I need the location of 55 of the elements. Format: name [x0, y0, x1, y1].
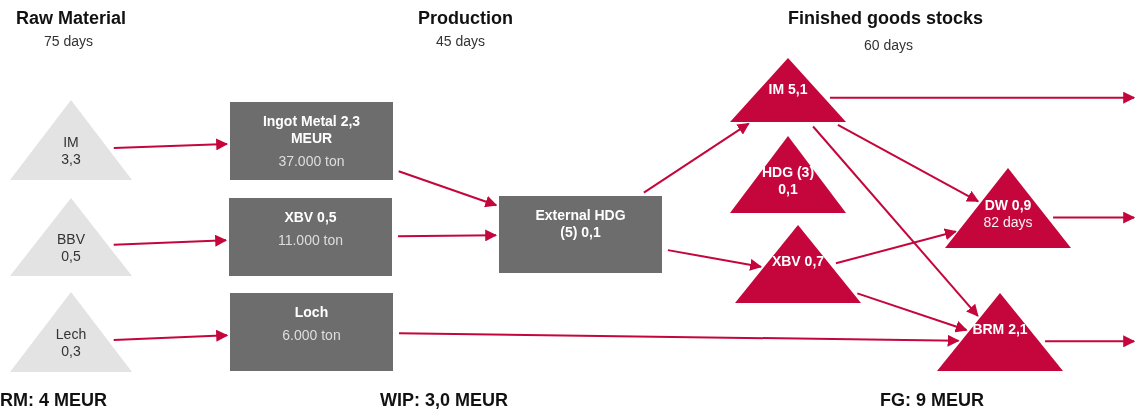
- node-label: XBV 0,5: [284, 208, 337, 226]
- finished-stock-triangle: [937, 293, 1063, 371]
- node-label: Lech: [55, 325, 87, 343]
- arrow: [828, 91, 1136, 104]
- finished-stock-triangle: [730, 58, 846, 122]
- node-label: BRM 2,1: [972, 321, 1028, 339]
- production-box: [230, 102, 393, 180]
- arrow: [112, 138, 229, 151]
- arrow: [834, 228, 957, 265]
- arrow: [856, 292, 968, 333]
- finished-stock-triangle: [735, 225, 861, 303]
- arrow: [398, 332, 960, 347]
- arrow: [397, 170, 498, 208]
- node-label: IM: [63, 133, 79, 151]
- node-label: External HDG (5) 0,1: [534, 206, 627, 241]
- duration-text: 45 days: [436, 33, 486, 49]
- arrow: [642, 122, 750, 194]
- arrow: [112, 234, 228, 247]
- column-heading: Raw Material: [16, 8, 127, 29]
- total-text: WIP: 3,0 MEUR: [380, 390, 508, 410]
- value-text: 0,5: [61, 247, 81, 265]
- total-text: RM: 4 MEUR: [0, 390, 107, 410]
- finished-stock-triangle: [945, 168, 1071, 248]
- quantity-text: 37.000 ton: [278, 152, 345, 170]
- value-text: 0,3: [61, 342, 81, 360]
- arrow: [397, 229, 498, 242]
- raw-material-triangle: [10, 292, 132, 372]
- arrow: [666, 249, 763, 271]
- node-label: HDG (3) 0,1: [760, 163, 816, 198]
- column-heading: Production: [418, 8, 513, 29]
- node-label: IM 5,1: [768, 81, 808, 99]
- node-label: XBV 0,7: [771, 253, 825, 271]
- quantity-text: 6.000 ton: [282, 326, 341, 344]
- arrow: [1052, 211, 1136, 224]
- production-box: [229, 198, 392, 276]
- production-box: [499, 196, 662, 273]
- total-text: FG: 9 MEUR: [880, 390, 984, 410]
- duration-text: 60 days: [864, 37, 914, 53]
- arrow: [1044, 335, 1136, 348]
- value-text: 3,3: [61, 150, 81, 168]
- raw-material-triangle: [10, 198, 132, 276]
- node-label: BBV: [57, 230, 85, 248]
- duration-text: 82 days: [983, 213, 1033, 231]
- raw-material-triangle: [10, 100, 132, 180]
- arrow: [812, 125, 979, 317]
- duration-text: 75 days: [44, 33, 94, 49]
- node-label: Ingot Metal 2,3 MEUR: [261, 112, 362, 147]
- production-box: [230, 293, 393, 371]
- finished-stock-triangle: [730, 136, 846, 213]
- node-label: DW 0,9: [984, 196, 1032, 214]
- node-label: Loch: [294, 303, 329, 321]
- arrow: [112, 329, 229, 342]
- column-heading: Finished goods stocks: [788, 8, 984, 29]
- arrow: [836, 123, 980, 203]
- quantity-text: 11.000 ton: [277, 231, 344, 249]
